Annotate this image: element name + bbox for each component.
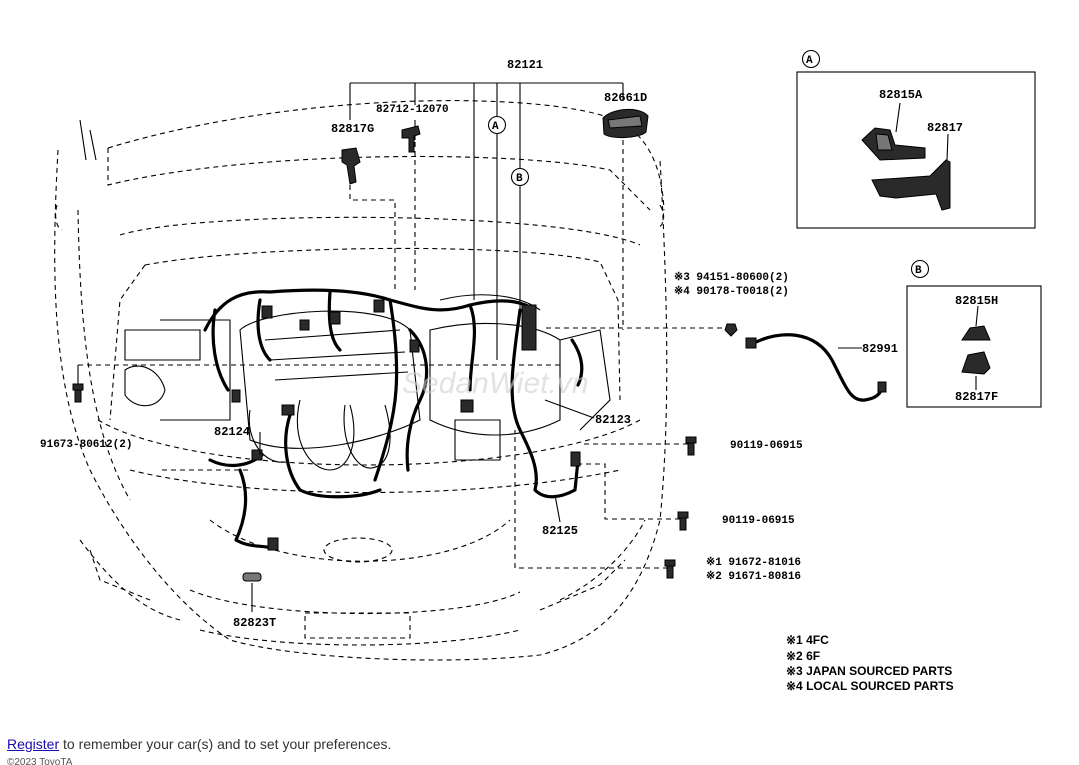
note-4: ※4 LOCAL SOURCED PARTS xyxy=(786,679,954,693)
part-82712-clip xyxy=(401,125,421,153)
inset-b-marker-text: B xyxy=(915,265,922,277)
harness-connectors xyxy=(231,299,581,582)
label-82815h: 82815H xyxy=(955,294,998,308)
label-82817f: 82817F xyxy=(955,390,998,404)
bolt-icon-90119-a xyxy=(685,436,697,456)
label-bolt-sub-1: ※1 91672-81016 xyxy=(706,556,801,569)
label-82712-12070: 82712-12070 xyxy=(376,104,449,116)
label-bolt-sub-2: ※2 91671-80816 xyxy=(706,570,801,583)
label-82823t: 82823T xyxy=(233,616,276,630)
bolt-icon-left xyxy=(72,383,84,403)
car-body-outline xyxy=(54,100,668,661)
label-nut-1: ※3 94151-80600(2) xyxy=(674,271,789,284)
label-82817: 82817 xyxy=(927,121,963,135)
note-2: ※2 6F xyxy=(786,649,820,663)
watermark: SedanWiet.vn xyxy=(402,367,589,400)
label-nut-2: ※4 90178-T0018(2) xyxy=(674,285,789,298)
callout-a-text: A xyxy=(492,121,499,133)
label-82817g: 82817G xyxy=(331,122,374,136)
callout-b-marker xyxy=(510,167,530,187)
bolt-icon-lower xyxy=(664,559,676,579)
label-82124: 82124 xyxy=(214,425,250,439)
inset-b-box xyxy=(906,259,1042,408)
note-3: ※3 JAPAN SOURCED PARTS xyxy=(786,664,952,678)
label-82661d: 82661D xyxy=(604,91,647,105)
label-82991: 82991 xyxy=(862,342,898,356)
inset-a-box xyxy=(796,49,1036,229)
copyright-text: ©2023 ToyoTA xyxy=(7,757,73,765)
callout-a-marker xyxy=(487,115,507,135)
label-90119-a: 90119-06915 xyxy=(730,440,803,452)
register-text: to remember your car(s) and to set your … xyxy=(59,736,392,752)
label-bolt-left: 91673-80612(2) xyxy=(40,439,132,451)
label-82123: 82123 xyxy=(595,413,631,427)
callout-b-text: B xyxy=(516,173,523,185)
label-82815a: 82815A xyxy=(879,88,923,102)
part-82661d xyxy=(602,109,649,139)
register-notice: Register to remember your car(s) and to … xyxy=(7,736,391,752)
inset-a-marker-text: A xyxy=(806,55,813,67)
part-82817g-clip xyxy=(341,147,361,185)
register-link[interactable]: Register xyxy=(7,736,60,752)
leader-lines xyxy=(77,82,862,612)
label-90119-b: 90119-06915 xyxy=(722,515,795,527)
bolt-icon-90119-b xyxy=(677,511,689,531)
harness-wiring xyxy=(203,288,584,550)
note-1: ※1 4FC xyxy=(786,633,829,647)
part-82991-cable xyxy=(745,333,887,402)
nut-icon xyxy=(724,323,738,337)
label-82121: 82121 xyxy=(507,58,543,72)
label-82125: 82125 xyxy=(542,524,578,538)
labels: 82121 82712-12070 82817G 82661D A B ※3 9… xyxy=(40,55,998,693)
wiring-harness-diagram: SedanWiet.vn 82121 82712-12070 82817G 82… xyxy=(40,49,1042,693)
